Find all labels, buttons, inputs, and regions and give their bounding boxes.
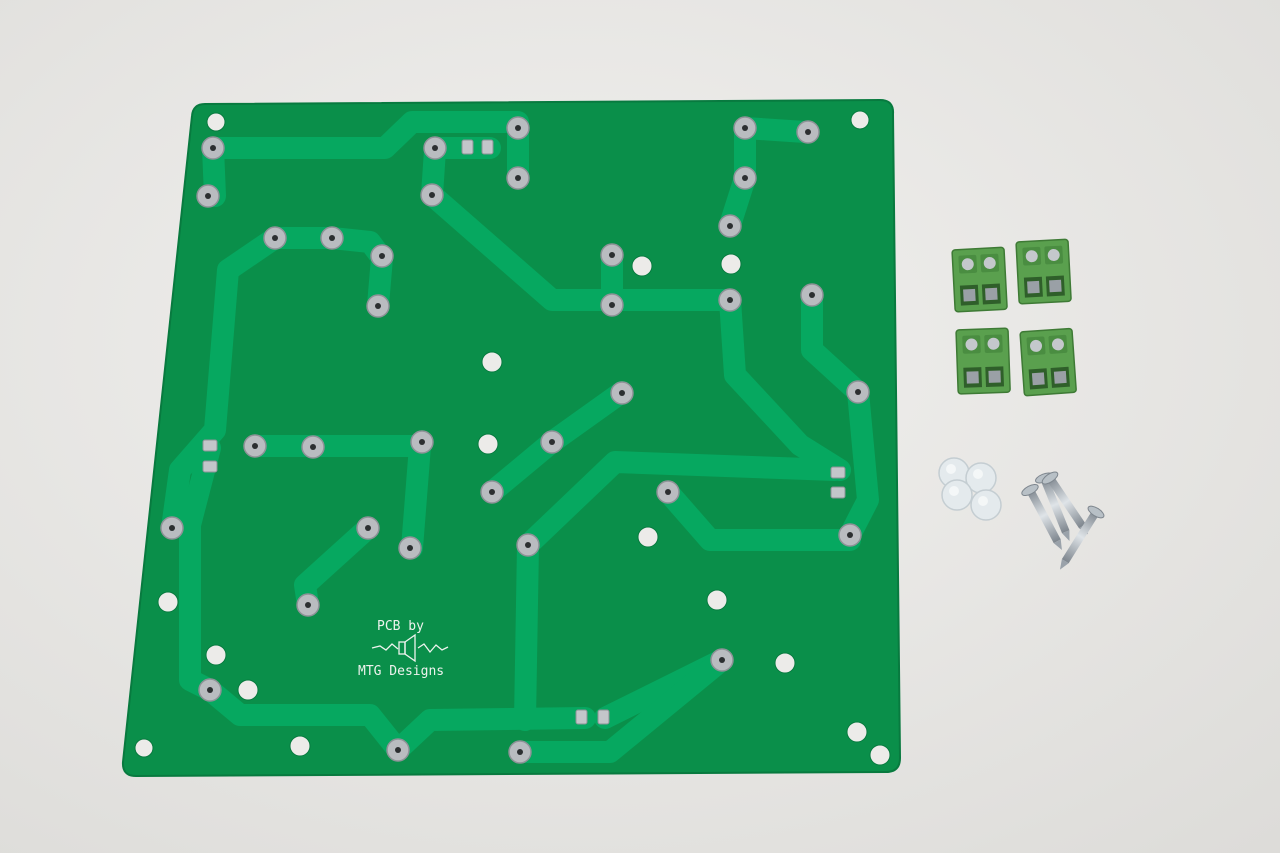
silkscreen-logo: PCB by MTG Designs: [358, 619, 449, 679]
terminal-block: [1019, 327, 1077, 397]
speaker-waveform-icon: [371, 633, 449, 663]
screws: [1021, 471, 1105, 570]
terminal-blocks: [951, 238, 1077, 397]
mounting-holes: [134, 110, 891, 766]
plastic-standoffs: [938, 457, 1002, 521]
pcb-board: PCB by MTG Designs: [121, 98, 902, 778]
terminal-block: [955, 327, 1011, 395]
pad-holes: [169, 125, 861, 755]
terminal-block: [1015, 238, 1072, 305]
terminal-block: [951, 246, 1008, 313]
screw: [1021, 483, 1062, 551]
smd-pads: [202, 139, 846, 725]
screw: [1059, 505, 1105, 570]
silkscreen-line-1: PCB by: [377, 619, 424, 634]
silkscreen-line-2: MTG Designs: [358, 664, 444, 679]
